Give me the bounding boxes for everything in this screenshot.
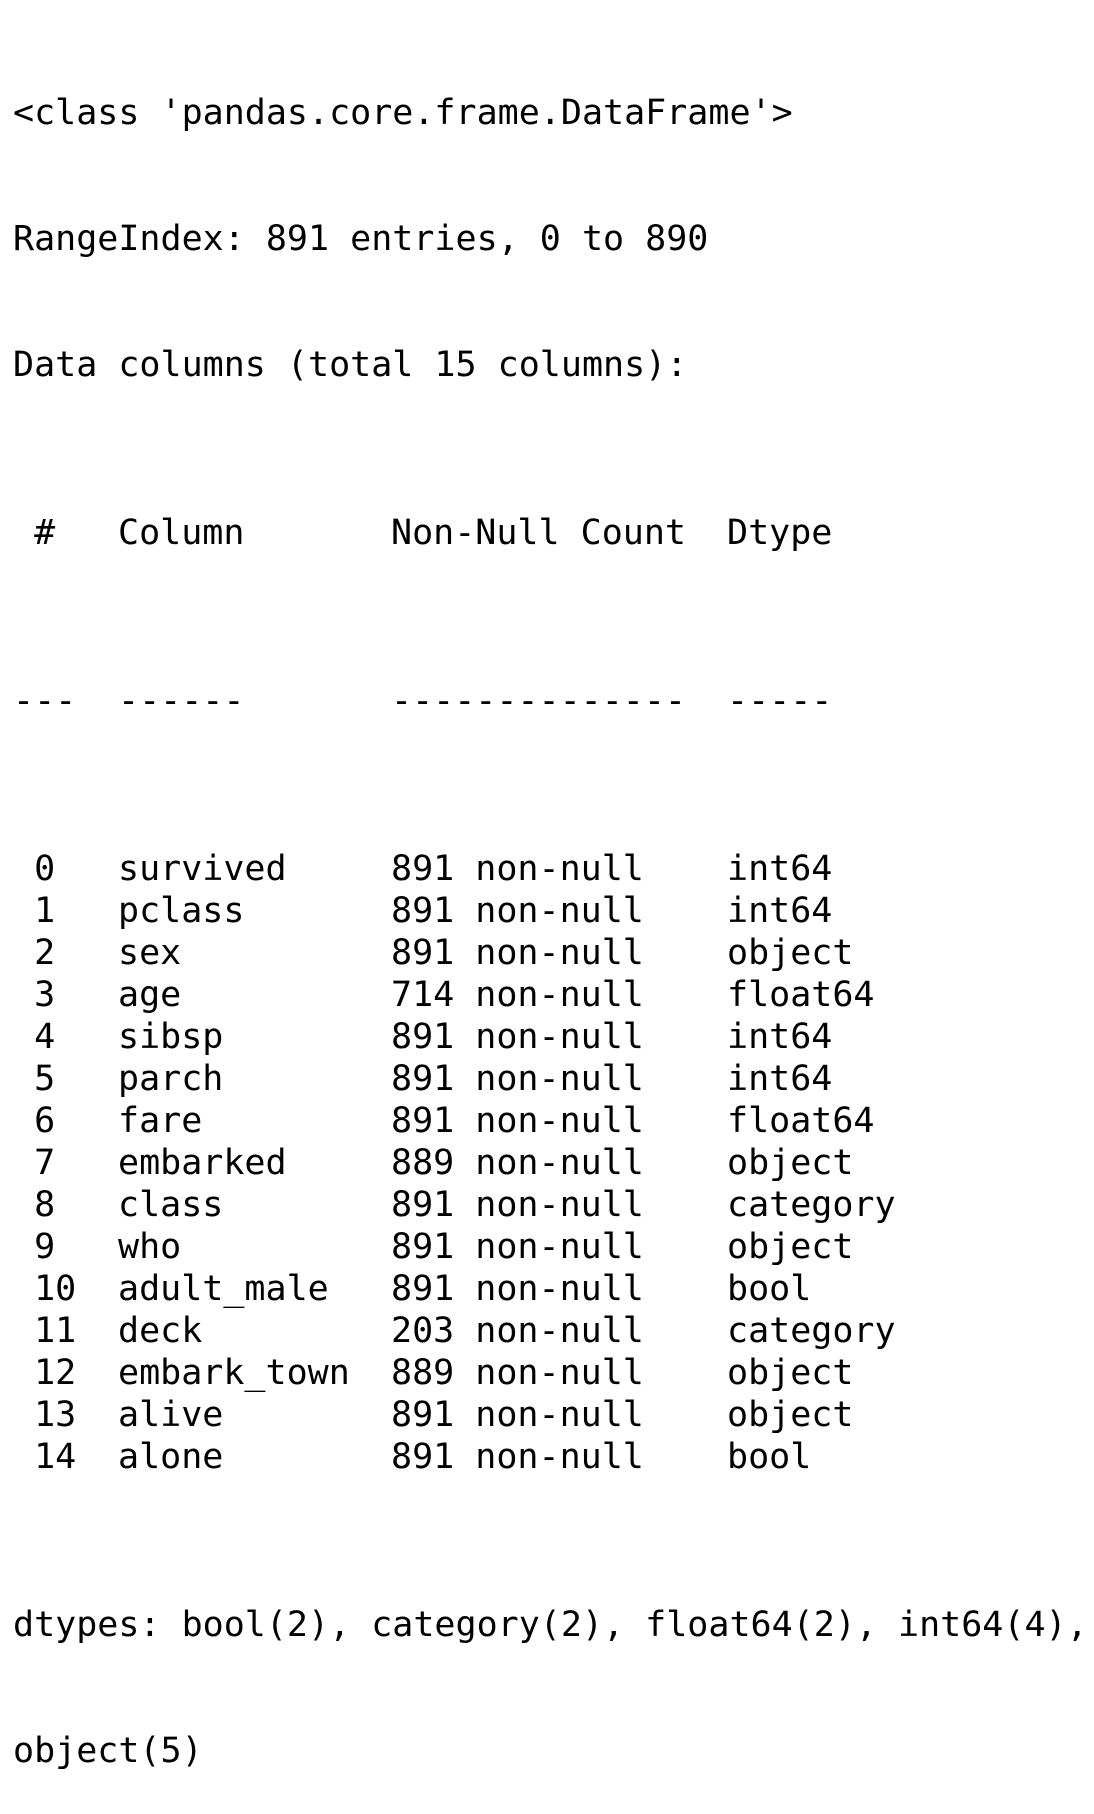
- row-index: 8: [13, 1185, 56, 1225]
- table-row: 11 deck 203 non-null category: [13, 1310, 1094, 1352]
- row-index: 0: [13, 849, 56, 889]
- table-row: 4 sibsp 891 non-null int64: [13, 1016, 1094, 1058]
- row-dtype: int64: [727, 1059, 833, 1099]
- row-non-null-count: 891 non-null: [391, 1185, 644, 1225]
- table-row: 3 age 714 non-null float64: [13, 974, 1094, 1016]
- row-column-name: adult_male: [118, 1269, 329, 1309]
- row-dtype: category: [727, 1185, 896, 1225]
- row-column-name: sibsp: [118, 1017, 224, 1057]
- table-row: 7 embarked 889 non-null object: [13, 1142, 1094, 1184]
- header-column: Column: [118, 513, 245, 553]
- separator-non-null-count: --------------: [391, 681, 687, 721]
- row-index: 1: [13, 891, 56, 931]
- row-non-null-count: 203 non-null: [391, 1311, 644, 1351]
- table-row: 5 parch 891 non-null int64: [13, 1058, 1094, 1100]
- table-row: 14 alone 891 non-null bool: [13, 1436, 1094, 1478]
- row-index: 3: [13, 975, 56, 1015]
- dataframe-info-output: <class 'pandas.core.frame.DataFrame'> Ra…: [13, 93, 1094, 1771]
- separator-index: ---: [13, 681, 77, 721]
- table-header-row: # Column Non-Null Count Dtype: [13, 512, 1094, 554]
- row-dtype: object: [727, 1227, 854, 1267]
- table-row: 1 pclass 891 non-null int64: [13, 890, 1094, 932]
- row-non-null-count: 889 non-null: [391, 1353, 644, 1393]
- row-column-name: parch: [118, 1059, 224, 1099]
- row-column-name: embark_town: [118, 1353, 350, 1393]
- row-index: 4: [13, 1017, 56, 1057]
- row-column-name: who: [118, 1227, 182, 1267]
- table-row: 12 embark_town 889 non-null object: [13, 1352, 1094, 1394]
- table-row: 0 survived 891 non-null int64: [13, 848, 1094, 890]
- table-row: 13 alive 891 non-null object: [13, 1394, 1094, 1436]
- row-index: 12: [13, 1353, 77, 1393]
- row-non-null-count: 891 non-null: [391, 1269, 644, 1309]
- row-column-name: deck: [118, 1311, 203, 1351]
- row-non-null-count: 891 non-null: [391, 1101, 644, 1141]
- row-dtype: object: [727, 1395, 854, 1435]
- row-index: 7: [13, 1143, 56, 1183]
- row-index: 10: [13, 1269, 77, 1309]
- row-index: 5: [13, 1059, 56, 1099]
- header-dtype: Dtype: [727, 513, 833, 553]
- table-row: 8 class 891 non-null category: [13, 1184, 1094, 1226]
- dtypes-summary-line-2: object(5): [13, 1731, 203, 1771]
- row-index: 6: [13, 1101, 56, 1141]
- row-non-null-count: 891 non-null: [391, 849, 644, 889]
- row-non-null-count: 891 non-null: [391, 933, 644, 973]
- row-column-name: age: [118, 975, 182, 1015]
- row-dtype: bool: [727, 1269, 812, 1309]
- row-column-name: sex: [118, 933, 182, 973]
- row-non-null-count: 891 non-null: [391, 1059, 644, 1099]
- row-index: 11: [13, 1311, 77, 1351]
- row-dtype: float64: [727, 975, 875, 1015]
- row-non-null-count: 891 non-null: [391, 1395, 644, 1435]
- row-column-name: pclass: [118, 891, 245, 931]
- table-rows: 0 survived 891 non-null int64 1 pclass 891 no…: [13, 848, 1094, 1478]
- row-column-name: embarked: [118, 1143, 287, 1183]
- class-line: <class 'pandas.core.frame.DataFrame'>: [13, 93, 793, 133]
- header-non-null-count: Non-Null Count: [391, 513, 687, 553]
- row-dtype: int64: [727, 849, 833, 889]
- header-index: #: [13, 513, 56, 553]
- row-index: 9: [13, 1227, 56, 1267]
- row-column-name: alive: [118, 1395, 224, 1435]
- table-row: 6 fare 891 non-null float64: [13, 1100, 1094, 1142]
- row-dtype: object: [727, 1143, 854, 1183]
- table-row: 2 sex 891 non-null object: [13, 932, 1094, 974]
- row-column-name: class: [118, 1185, 224, 1225]
- range-index-line: RangeIndex: 891 entries, 0 to 890: [13, 219, 709, 259]
- row-non-null-count: 891 non-null: [391, 1017, 644, 1057]
- table-row: 10 adult_male 891 non-null bool: [13, 1268, 1094, 1310]
- row-non-null-count: 891 non-null: [391, 1437, 644, 1477]
- row-column-name: survived: [118, 849, 287, 889]
- row-non-null-count: 889 non-null: [391, 1143, 644, 1183]
- row-index: 13: [13, 1395, 77, 1435]
- row-index: 14: [13, 1437, 77, 1477]
- separator-column: ------: [118, 681, 245, 721]
- row-column-name: alone: [118, 1437, 224, 1477]
- row-dtype: object: [727, 933, 854, 973]
- data-columns-line: Data columns (total 15 columns):: [13, 345, 688, 385]
- row-non-null-count: 714 non-null: [391, 975, 644, 1015]
- row-index: 2: [13, 933, 56, 973]
- table-separator-row: ----------------------------: [13, 680, 1094, 722]
- row-dtype: float64: [727, 1101, 875, 1141]
- separator-dtype: -----: [727, 681, 833, 721]
- row-column-name: fare: [118, 1101, 203, 1141]
- table-row: 9 who 891 non-null object: [13, 1226, 1094, 1268]
- row-dtype: bool: [727, 1437, 812, 1477]
- row-dtype: int64: [727, 891, 833, 931]
- dtypes-summary-line-1: dtypes: bool(2), category(2), float64(2)…: [13, 1605, 1088, 1645]
- row-dtype: int64: [727, 1017, 833, 1057]
- row-dtype: category: [727, 1311, 896, 1351]
- row-non-null-count: 891 non-null: [391, 1227, 644, 1267]
- row-non-null-count: 891 non-null: [391, 891, 644, 931]
- row-dtype: object: [727, 1353, 854, 1393]
